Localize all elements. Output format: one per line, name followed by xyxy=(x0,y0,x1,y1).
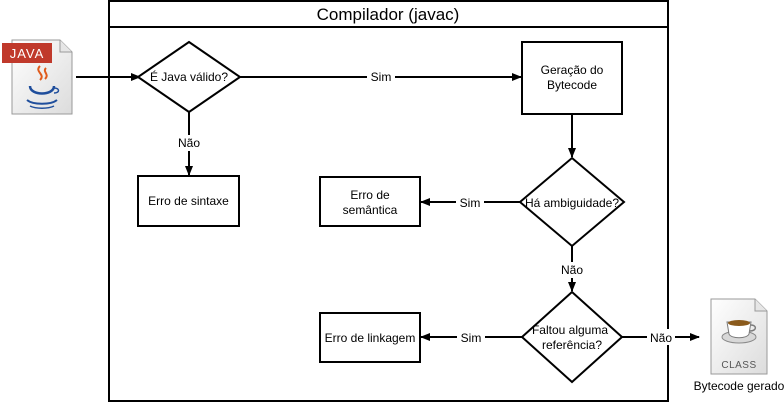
process-semantic-error-line1: Erro de xyxy=(350,188,390,202)
edge-ref-yes: Sim xyxy=(420,329,522,345)
process-syntax-error-label: Erro de sintaxe xyxy=(148,194,229,208)
edge-amb-yes: Sim xyxy=(420,194,520,210)
class-file-icon: CLASS xyxy=(710,298,768,375)
edge-amb-no-label: Não xyxy=(561,263,583,277)
process-semantic-error: Erro de semântica xyxy=(319,176,421,227)
class-badge-label: CLASS xyxy=(721,360,756,371)
coffee-cup-icon xyxy=(26,65,60,109)
process-bytecode-gen-line1: Geração do xyxy=(541,63,604,77)
process-syntax-error: Erro de sintaxe xyxy=(137,175,240,227)
output-caption: Bytecode gerado xyxy=(694,379,784,393)
container-title: Compilador (javac) xyxy=(317,5,460,24)
decision-missing-ref: Faltou alguma referência? xyxy=(520,290,624,384)
decision-java-valid: É Java válido? xyxy=(136,40,242,114)
process-semantic-error-line2: semântica xyxy=(343,203,398,217)
decision-java-valid-label: É Java válido? xyxy=(150,69,228,84)
process-bytecode-gen: Geração do Bytecode xyxy=(521,41,623,115)
edge-valid-yes: Sim xyxy=(240,69,522,85)
process-bytecode-gen-line2: Bytecode xyxy=(547,78,597,92)
edge-ref-no: Não xyxy=(622,329,700,345)
decision-missing-ref-line2: referência? xyxy=(542,338,602,352)
decision-missing-ref-line1: Faltou alguma xyxy=(532,323,608,337)
edge-valid-yes-label: Sim xyxy=(371,70,392,84)
process-link-error: Erro de linkagem xyxy=(319,312,421,363)
coffee-cup-icon xyxy=(721,320,757,344)
edge-ref-yes-label: Sim xyxy=(461,331,482,345)
edge-amb-no: Não xyxy=(559,246,585,292)
decision-ambiguity-label: Há ambiguidade? xyxy=(525,196,619,210)
edge-valid-no-label: Não xyxy=(178,136,200,150)
java-badge-label: JAVA xyxy=(10,46,45,61)
compiler-container: Compilador (javac) xyxy=(108,0,669,402)
edge-amb-yes-label: Sim xyxy=(460,196,481,210)
edge-valid-no: Não xyxy=(176,112,202,176)
process-link-error-label: Erro de linkagem xyxy=(325,331,416,345)
decision-ambiguity: Há ambiguidade? xyxy=(518,156,626,248)
edge-ref-no-label: Não xyxy=(650,331,672,345)
java-file-icon: JAVA xyxy=(2,39,73,115)
